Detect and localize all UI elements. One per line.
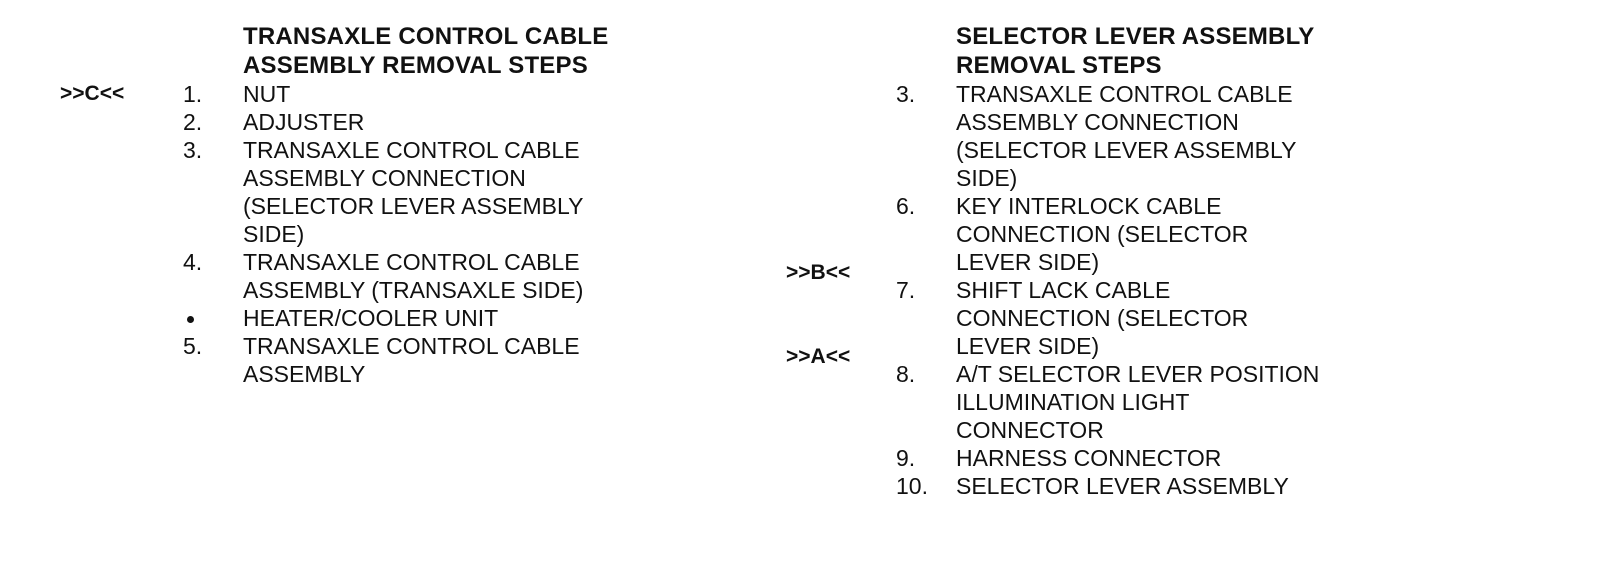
step-reference-tag: [60, 332, 183, 388]
step-number: 6.: [896, 193, 916, 219]
step-bullet: [183, 304, 243, 332]
step-text: A/T SELECTOR LEVER POSITION ILLUMINATION…: [956, 361, 1320, 443]
step-number: 5.: [183, 333, 203, 359]
step-number: 1.: [183, 81, 203, 107]
step-reference-tag: >>B<<: [786, 261, 851, 284]
list-item: 7. SHIFT LACK CABLE CONNECTION (SELECTOR…: [786, 276, 1406, 360]
bullet-icon: [187, 316, 194, 324]
step-reference-tag: >>C<<: [60, 82, 125, 105]
step-text: TRANSAXLE CONTROL CABLE ASSEMBLY: [243, 333, 580, 387]
step-number: 7.: [896, 277, 916, 303]
list-item: 3. TRANSAXLE CONTROL CABLE ASSEMBLY CONN…: [786, 80, 1406, 192]
transaxle-cable-removal-section: TRANSAXLE CONTROL CABLE ASSEMBLY REMOVAL…: [60, 22, 700, 388]
step-number: 3.: [896, 81, 916, 107]
step-number: 8.: [896, 361, 916, 387]
list-item: 6. KEY INTERLOCK CABLE CONNECTION (SELEC…: [786, 192, 1406, 276]
step-text: TRANSAXLE CONTROL CABLE ASSEMBLY CONNECT…: [956, 81, 1297, 191]
step-text: TRANSAXLE CONTROL CABLE ASSEMBLY CONNECT…: [243, 137, 584, 247]
step-reference-tag: >>A<<: [786, 345, 851, 368]
step-reference-tag: [60, 304, 183, 332]
step-number: 10.: [896, 473, 928, 499]
list-item: 3. TRANSAXLE CONTROL CABLE ASSEMBLY CONN…: [60, 136, 700, 248]
step-number: 9.: [896, 445, 916, 471]
section-heading: SELECTOR LEVER ASSEMBLY REMOVAL STEPS: [956, 23, 1315, 79]
step-text: HARNESS CONNECTOR: [956, 445, 1222, 471]
step-text: NUT: [243, 81, 291, 107]
step-number: 2.: [183, 109, 203, 135]
step-number: 4.: [183, 249, 203, 275]
step-text: ADJUSTER: [243, 109, 365, 135]
list-item: >>C<< 1. NUT: [60, 80, 700, 108]
step-text: HEATER/COOLER UNIT: [243, 305, 499, 331]
list-item: 10. SELECTOR LEVER ASSEMBLY: [786, 472, 1406, 500]
step-reference-tag: [60, 248, 183, 304]
selector-lever-removal-section: SELECTOR LEVER ASSEMBLY REMOVAL STEPS >>…: [786, 22, 1406, 500]
section-heading: TRANSAXLE CONTROL CABLE ASSEMBLY REMOVAL…: [243, 23, 609, 79]
list-item: 2. ADJUSTER: [60, 108, 700, 136]
list-item: 9. HARNESS CONNECTOR: [786, 444, 1406, 472]
step-text: SHIFT LACK CABLE CONNECTION (SELECTOR LE…: [956, 277, 1249, 359]
step-text: SELECTOR LEVER ASSEMBLY: [956, 473, 1289, 499]
list-item: 4. TRANSAXLE CONTROL CABLE ASSEMBLY (TRA…: [60, 248, 700, 304]
step-reference-tag: [60, 108, 183, 136]
list-item: 5. TRANSAXLE CONTROL CABLE ASSEMBLY: [60, 332, 700, 388]
step-list: >>B<< >>A<< 3. TRANSAXLE CONTROL CABLE A…: [786, 80, 1406, 500]
step-text: KEY INTERLOCK CABLE CONNECTION (SELECTOR…: [956, 193, 1249, 275]
list-item: HEATER/COOLER UNIT: [60, 304, 700, 332]
step-reference-tag: [60, 136, 183, 248]
step-number: 3.: [183, 137, 203, 163]
list-item: 8. A/T SELECTOR LEVER POSITION ILLUMINAT…: [786, 360, 1406, 444]
step-text: TRANSAXLE CONTROL CABLE ASSEMBLY (TRANSA…: [243, 249, 584, 303]
